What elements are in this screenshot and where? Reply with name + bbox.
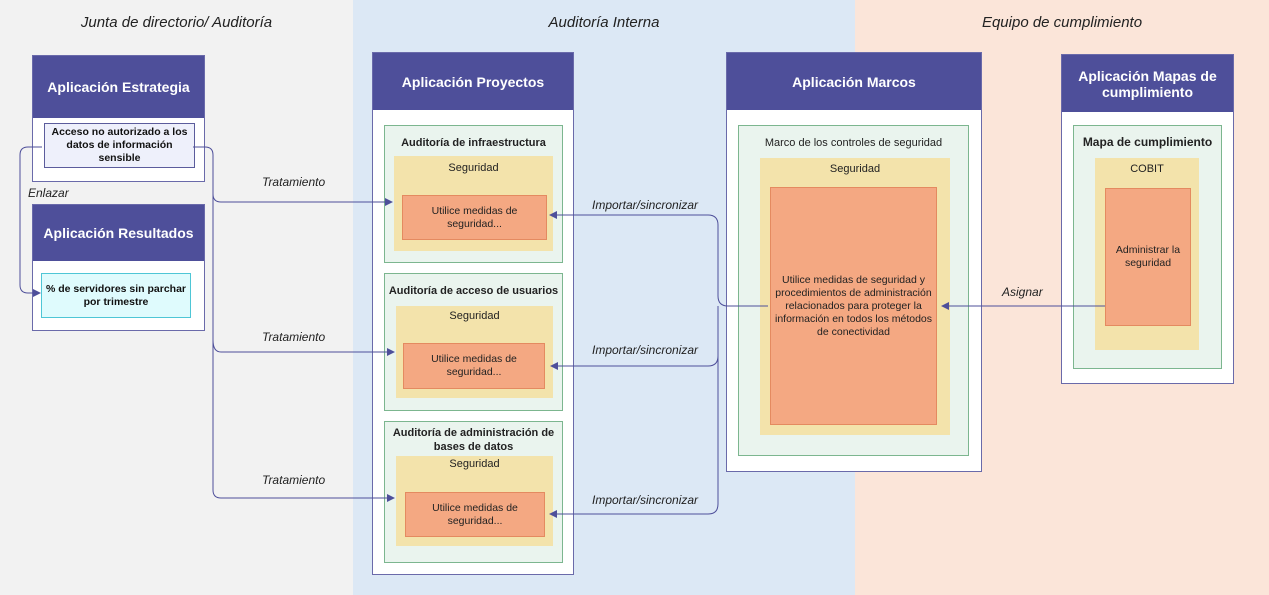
treatment-label-2: Tratamiento — [262, 330, 326, 344]
import-sync-label-1: Importar/sincronizar — [592, 198, 699, 212]
cobit-control[interactable]: Administrar la seguridad — [1105, 188, 1191, 326]
import-sync-label-2: Importar/sincronizar — [592, 343, 699, 357]
audit-infrastructure-control[interactable]: Utilice medidas de seguridad... — [402, 195, 547, 240]
security-controls-framework-title: Marco de los controles de seguridad — [764, 137, 943, 149]
strategy-app-title: Aplicación Estrategia — [33, 56, 204, 118]
import-sync-connector-2 — [550, 306, 719, 370]
lane-title-compliance: Equipo de cumplimiento — [981, 14, 1143, 31]
frameworks-app-title: Aplicación Marcos — [727, 53, 981, 110]
link-label: Enlazar — [28, 186, 69, 200]
results-item[interactable]: % de servidores sin parchar por trimestr… — [41, 273, 191, 318]
treatment-connector-1 — [193, 146, 393, 206]
audit-user-access-control[interactable]: Utilice medidas de seguridad... — [403, 343, 545, 389]
import-sync-label-3: Importar/sincronizar — [592, 493, 699, 507]
results-app[interactable]: Aplicación Resultados % de servidores si… — [32, 204, 205, 331]
audit-database-admin-category-label: Seguridad — [449, 458, 500, 470]
link-connector — [19, 146, 42, 297]
framework-control[interactable]: Utilice medidas de seguridad y procedimi… — [770, 187, 937, 425]
treatment-label-1: Tratamiento — [262, 175, 326, 189]
import-sync-connector-3 — [549, 356, 719, 518]
audit-database-admin-title: Auditoría de administración de bases de … — [392, 427, 555, 453]
treatment-label-3: Tratamiento — [262, 473, 326, 487]
strategy-app[interactable]: Aplicación Estrategia Acceso no autoriza… — [32, 55, 205, 182]
cobit-category-label: COBIT — [1130, 163, 1164, 175]
framework-category-label: Seguridad — [829, 163, 881, 175]
import-sync-connector-1 — [549, 211, 768, 307]
assign-label: Asignar — [1002, 285, 1043, 299]
lane-title-internal-audit: Auditoría Interna — [548, 14, 660, 31]
strategy-item[interactable]: Acceso no autorizado a los datos de info… — [44, 123, 195, 168]
compliance-map-title: Mapa de cumplimiento — [1082, 135, 1213, 149]
audit-user-access-title: Auditoría de acceso de usuarios — [388, 285, 559, 297]
lane-title-board: Junta de directorio/ Auditoría — [80, 14, 273, 31]
audit-user-access-category-label: Seguridad — [449, 310, 500, 322]
compliance-maps-app-title: Aplicación Mapas de cumplimiento — [1062, 55, 1233, 112]
audit-infrastructure-title: Auditoría de infraestructura — [401, 137, 546, 149]
audit-infrastructure-category-label: Seguridad — [448, 162, 499, 174]
results-app-title: Aplicación Resultados — [33, 205, 204, 261]
audit-database-admin-control[interactable]: Utilice medidas de seguridad... — [405, 492, 545, 537]
projects-app-title: Aplicación Proyectos — [373, 53, 573, 110]
treatment-connector-3 — [212, 190, 395, 502]
